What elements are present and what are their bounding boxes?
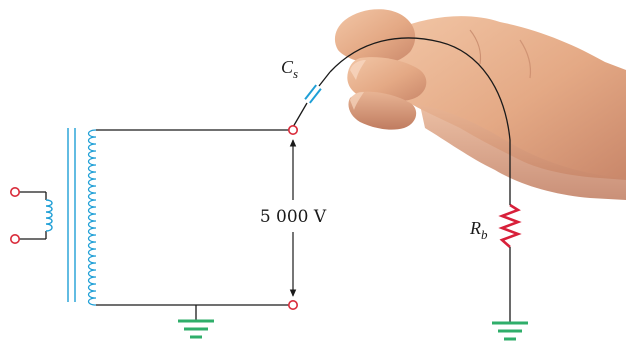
wires [18,37,511,322]
hand-icon [334,9,626,200]
capacitor-label-subscript: s [293,66,298,81]
terminal-bottom [287,299,298,310]
ground-icon [178,319,214,339]
resistor-label: Rb [469,218,488,242]
ground-icon [492,321,528,341]
capacitor [304,84,322,104]
voltage-label: 5 000 V [260,207,327,227]
terminal-primary-bottom [10,234,20,245]
capacitor-label-base: C [281,57,294,77]
terminals [10,125,298,310]
primary-coil [45,199,53,232]
terminal-primary-top [10,187,20,198]
resistor-label-base: R [469,218,481,238]
secondary-coil [87,129,97,306]
terminal-top [287,125,298,136]
resistor-label-subscript: b [481,227,488,242]
resistor [498,203,522,248]
transformer-icon [45,128,97,306]
capacitor-label: Cs [281,57,298,81]
